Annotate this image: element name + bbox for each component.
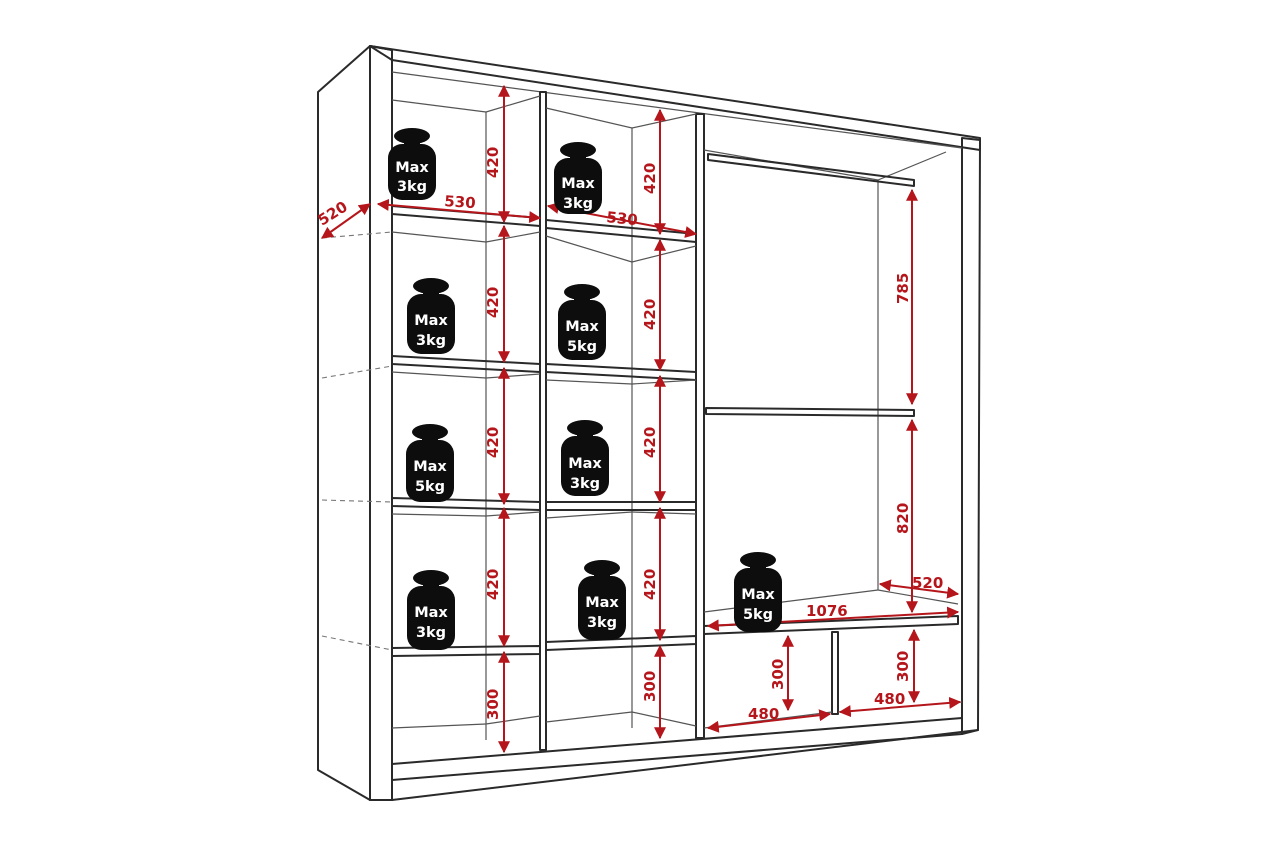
weight-icon: Max 3kg	[407, 570, 455, 650]
label-drawer-height-right: 300	[894, 651, 912, 682]
label-left-shelf-5: 300	[484, 689, 502, 720]
weight-icon: Max 5kg	[734, 552, 782, 632]
label-lower-hanging: 820	[894, 503, 912, 534]
wardrobe-carcass	[317, 45, 981, 801]
weight-max-text: Max	[585, 595, 619, 611]
weight-max-text: Max	[561, 176, 595, 192]
label-middle-shelf-1: 420	[641, 163, 659, 194]
weight-value-text: 5kg	[743, 607, 773, 623]
label-middle-shelf-5: 300	[641, 671, 659, 702]
weight-icon: Max 3kg	[388, 128, 436, 200]
plinth	[391, 717, 963, 781]
label-drawer-height-left: 300	[769, 659, 787, 690]
weight-icons: Max 3kg Max 3kg Max 3kg Max 5kg	[388, 128, 782, 650]
label-left-width: 530	[444, 192, 476, 212]
weight-value-text: 3kg	[587, 615, 617, 631]
weight-value-text: 3kg	[397, 179, 427, 195]
weight-max-text: Max	[568, 456, 602, 472]
weight-max-text: Max	[741, 587, 775, 603]
label-left-shelf-1: 420	[484, 147, 502, 178]
weight-value-text: 3kg	[416, 333, 446, 349]
label-left-shelf-2: 420	[484, 287, 502, 318]
weight-max-text: Max	[414, 605, 448, 621]
label-middle-shelf-2: 420	[641, 299, 659, 330]
label-upper-hanging: 785	[894, 273, 912, 304]
weight-value-text: 5kg	[567, 339, 597, 355]
label-middle-shelf-4: 420	[641, 569, 659, 600]
weight-icon: Max 3kg	[561, 420, 609, 496]
weight-value-text: 3kg	[416, 625, 446, 641]
weight-max-text: Max	[395, 160, 429, 176]
weight-value-text: 5kg	[415, 479, 445, 495]
label-right-shelf-depth: 520	[912, 574, 943, 592]
dimension-labels: 520 530 530 420 420 420 420 300 420 420 …	[315, 147, 944, 723]
weight-max-text: Max	[414, 313, 448, 329]
weight-max-text: Max	[565, 319, 599, 335]
label-left-shelf-4: 420	[484, 569, 502, 600]
weight-icon: Max 3kg	[407, 278, 455, 354]
left-side-panel	[317, 45, 371, 801]
weight-value-text: 3kg	[570, 476, 600, 492]
lower-hanging-rail	[705, 407, 915, 417]
label-right-shelf-width: 1076	[806, 602, 848, 620]
top-panel	[369, 45, 981, 151]
weight-value-text: 3kg	[563, 196, 593, 212]
weight-icon: Max 5kg	[406, 424, 454, 502]
upper-hanging-rail	[707, 153, 915, 187]
label-depth-side: 520	[315, 198, 351, 230]
weight-icon: Max 5kg	[558, 284, 606, 360]
weight-max-text: Max	[413, 459, 447, 475]
label-middle-width: 530	[606, 208, 639, 229]
weight-icon: Max 3kg	[578, 560, 626, 640]
label-drawer-width-left: 480	[748, 705, 779, 723]
weight-icon: Max 3kg	[554, 142, 602, 214]
label-middle-shelf-3: 420	[641, 427, 659, 458]
label-left-shelf-3: 420	[484, 427, 502, 458]
label-drawer-width-right: 480	[874, 690, 905, 708]
